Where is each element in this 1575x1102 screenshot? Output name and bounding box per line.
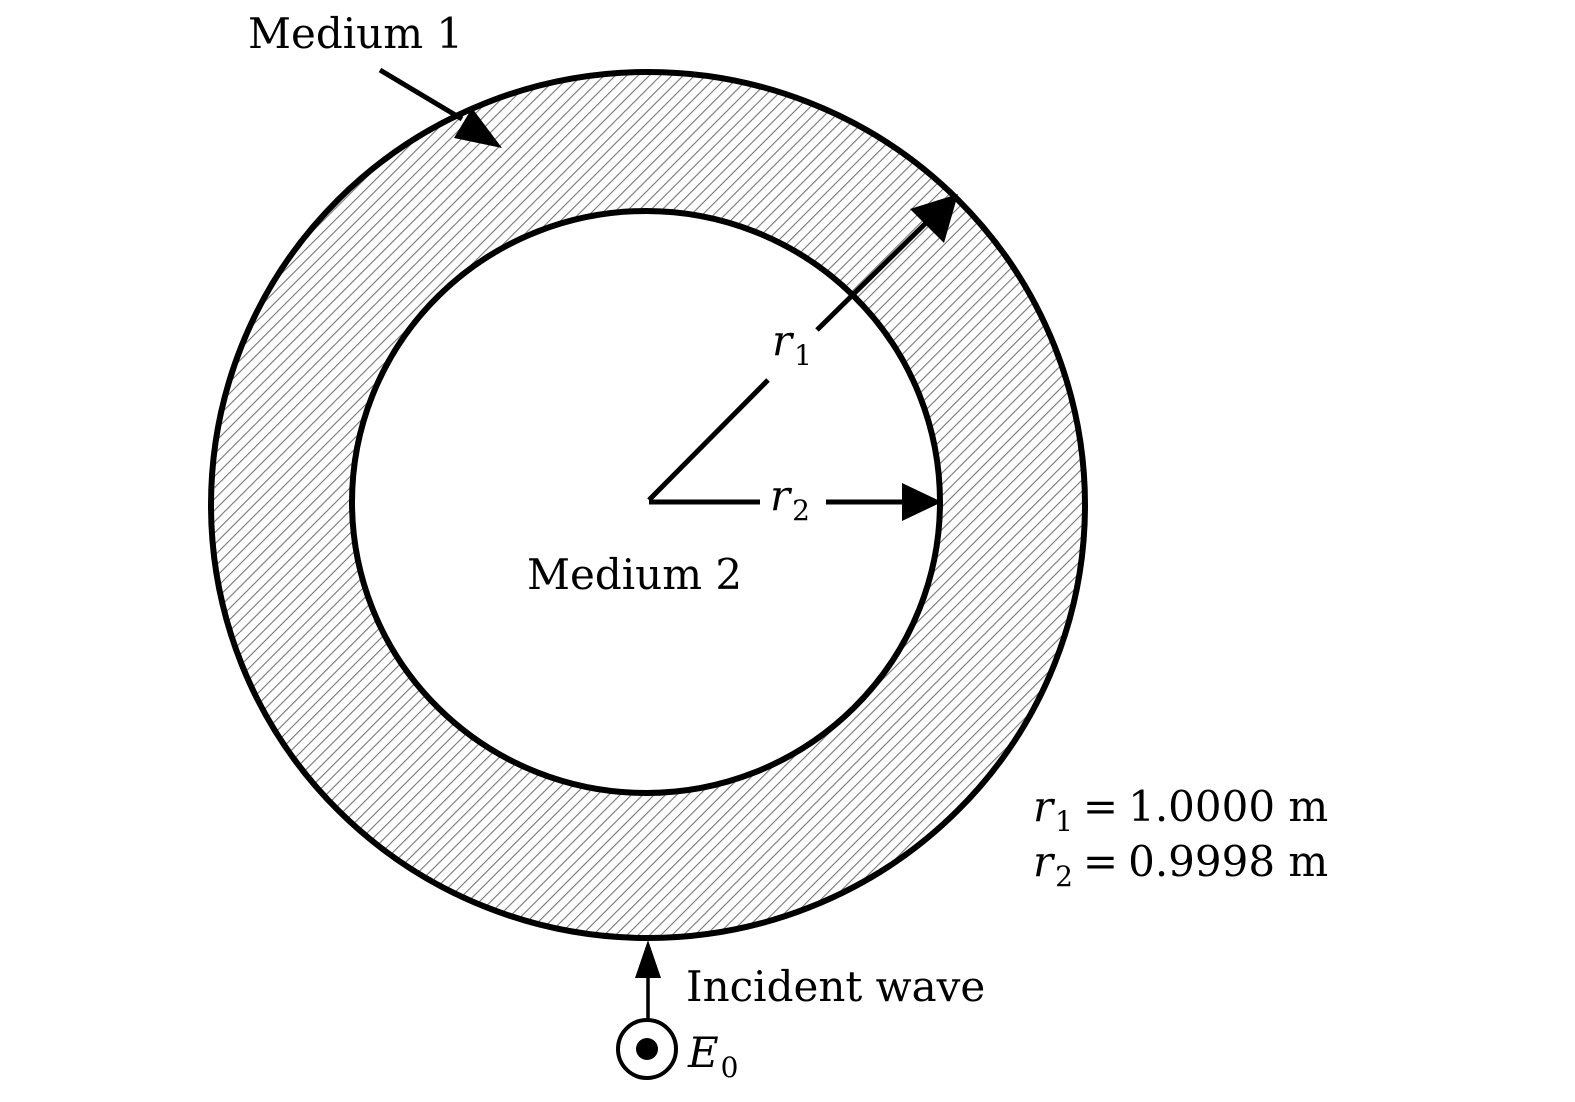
r2-radius-arrow	[649, 483, 942, 521]
incident-wave-arrow	[635, 940, 661, 1020]
r1-label: r1	[772, 316, 812, 372]
r1-radius-arrow	[647, 194, 958, 502]
incident-wave-label: Incident wave	[686, 962, 985, 1011]
medium-1-shell	[211, 72, 1085, 938]
r2-value: r2=0.9998 m	[1033, 837, 1328, 893]
medium-1-label: Medium 1	[248, 9, 463, 58]
medium-2-label: Medium 2	[527, 550, 742, 599]
medium-1-pointer-arrow	[378, 67, 502, 148]
outer-boundary	[208, 69, 1088, 941]
field-out-of-plane-icon	[616, 1018, 678, 1080]
e0-label: E0	[687, 1028, 739, 1084]
r2-label: r2	[770, 471, 810, 527]
r1-value: r1=1.0000 m	[1033, 782, 1328, 838]
